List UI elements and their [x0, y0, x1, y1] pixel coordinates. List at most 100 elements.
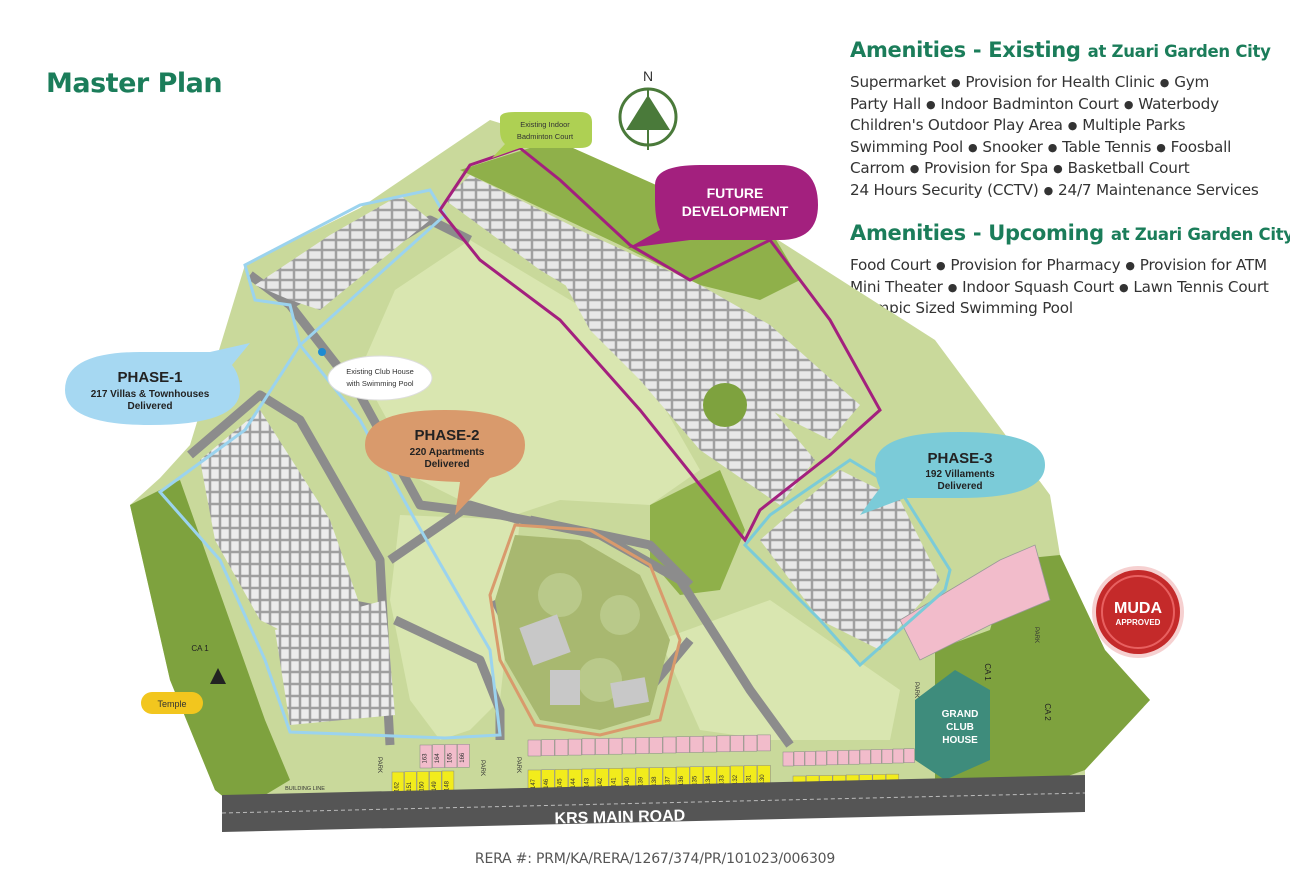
- plot-number: 136: [679, 775, 685, 786]
- amenity-item: Party Hall: [850, 94, 921, 113]
- plot-number: 133: [720, 775, 726, 786]
- amenity-line: Supermarket●Provision for Health Clinic●…: [850, 72, 1280, 94]
- amenity-item: Table Tennis: [1062, 137, 1152, 156]
- phase1-callout: PHASE-1 217 Villas & Townhouses Delivere…: [65, 343, 250, 425]
- bullet-separator: ●: [1123, 97, 1134, 111]
- amenities-existing-heading: Amenities - Existing at Zuari Garden Cit…: [850, 38, 1271, 62]
- temple-label-bg: [141, 692, 203, 714]
- rera-number: RERA #: PRM/KA/RERA/1267/374/PR/101023/0…: [474, 851, 836, 867]
- park-label: PARK: [376, 757, 382, 773]
- amenity-item: Olympic Sized Swimming Pool: [850, 299, 1073, 317]
- amenity-item: Children's Outdoor Play Area: [850, 116, 1063, 134]
- bullet-separator: ●: [1125, 259, 1135, 272]
- clubhouse-line2: with Swimming Pool: [345, 379, 413, 388]
- phase3-title: PHASE-3: [927, 450, 992, 467]
- plot-number: 164: [435, 753, 441, 764]
- phase3-line2: Delivered: [937, 481, 982, 492]
- clubhouse-line1: Existing Club House: [346, 367, 414, 376]
- amenity-item: Foosball: [1170, 137, 1232, 156]
- plot-number: 163: [422, 753, 428, 764]
- park-label: PARK: [913, 682, 919, 698]
- phase2-callout: PHASE-2 220 Apartments Delivered: [365, 410, 525, 515]
- plot-number: 165: [447, 752, 453, 763]
- plot-number: 139: [639, 776, 645, 787]
- plot-number: 142: [598, 777, 604, 788]
- plot-number: 132: [733, 774, 739, 785]
- phase2-title: PHASE-2: [414, 427, 479, 444]
- badminton-line1: Existing Indoor: [520, 120, 570, 129]
- plot-number: 138: [652, 776, 658, 787]
- green-belt-future: [460, 140, 800, 300]
- bullet-separator: ●: [1159, 76, 1170, 89]
- bullet-separator: ●: [950, 76, 961, 89]
- amenities-upcoming: Amenities - Upcoming at Zuari Garden Cit…: [850, 221, 1290, 320]
- plot-number: 141: [612, 777, 618, 788]
- phase3-line1: 192 Villaments: [925, 469, 995, 480]
- future-development-blocks: [445, 175, 860, 505]
- amenities-upcoming-heading: Amenities - Upcoming at Zuari Garden Cit…: [850, 221, 1290, 245]
- plot: [837, 750, 849, 765]
- bullet-separator: ●: [968, 140, 978, 154]
- plot-number: 144: [571, 778, 577, 789]
- phase3-callout: PHASE-3 192 Villaments Delivered: [860, 432, 1045, 515]
- plot-number: 145: [558, 778, 564, 789]
- plot: [457, 744, 470, 768]
- amenity-item: Waterbody: [1138, 94, 1219, 113]
- bullet-separator: ●: [925, 97, 936, 111]
- plot: [743, 734, 758, 752]
- plot-number: 131: [747, 774, 753, 785]
- amenities-existing: Amenities - Existing at Zuari Garden Cit…: [850, 38, 1280, 201]
- plot: [892, 748, 904, 764]
- amenity-line: Party Hall●Indoor Badminton Court●Waterb…: [850, 94, 1280, 116]
- plot: [568, 738, 582, 756]
- phase1-villa-blocks: [200, 195, 430, 725]
- compass-icon: N: [618, 68, 678, 150]
- muda-line2: APPROVED: [1116, 618, 1161, 627]
- plot-number: 143: [585, 777, 591, 788]
- muda-line1: MUDA: [1114, 600, 1162, 617]
- grand-club-label-2: CLUB: [946, 722, 974, 733]
- plot: [782, 751, 794, 767]
- plot-number: 137: [666, 776, 672, 787]
- plot: [432, 744, 445, 768]
- plot: [419, 744, 433, 769]
- amenity-item: 24 Hours Security (CCTV): [850, 180, 1039, 199]
- ca1-left-label: CA 1: [191, 644, 209, 653]
- plot-number: 146: [544, 778, 550, 789]
- plot: [581, 738, 596, 756]
- bullet-separator: ●: [1067, 119, 1078, 132]
- plot-number: 147: [531, 778, 537, 789]
- grand-club-house-building: [915, 670, 990, 780]
- amenity-item: Lawn Tennis Court: [1133, 277, 1269, 296]
- amenity-item: Food Court: [850, 256, 931, 274]
- amenity-item: Provision for Pharmacy: [950, 256, 1121, 274]
- plot-number: 140: [625, 776, 631, 787]
- amenity-item: Provision for Spa: [924, 159, 1049, 177]
- amenity-item: 24/7 Maintenance Services: [1058, 180, 1259, 199]
- clubhouse-callout: Existing Club House with Swimming Pool: [318, 348, 433, 401]
- plot: [608, 737, 623, 755]
- plot: [716, 735, 731, 753]
- phase2-apartments: [495, 535, 670, 730]
- plot: [444, 744, 458, 768]
- amenity-line: Mini Theater●Indoor Squash Court●Lawn Te…: [850, 277, 1280, 299]
- future-line2: DEVELOPMENT: [682, 203, 789, 219]
- amenity-item: Basketball Court: [1067, 159, 1190, 177]
- plot: [541, 739, 555, 756]
- plot: [859, 749, 871, 765]
- plot-number: 148: [444, 780, 450, 791]
- plot: [730, 735, 744, 752]
- phase1-title: PHASE-1: [117, 369, 182, 386]
- phase1-line1: 217 Villas & Townhouses: [91, 389, 210, 400]
- amenities-upcoming-list: Food Court●Provision for Pharmacy●Provis…: [850, 255, 1280, 320]
- grand-club-label-3: HOUSE: [942, 735, 978, 746]
- amenity-item: Indoor Squash Court: [962, 277, 1115, 296]
- plot-number: 149: [432, 781, 438, 792]
- plot: [757, 734, 771, 752]
- phase2-line1: 220 Apartments: [410, 447, 485, 458]
- page-title: Master Plan: [46, 68, 223, 99]
- green-belt-west: [130, 480, 290, 810]
- amenity-item: Mini Theater: [850, 277, 943, 296]
- plot-number: 130: [760, 774, 766, 785]
- temple-icon: [210, 668, 226, 684]
